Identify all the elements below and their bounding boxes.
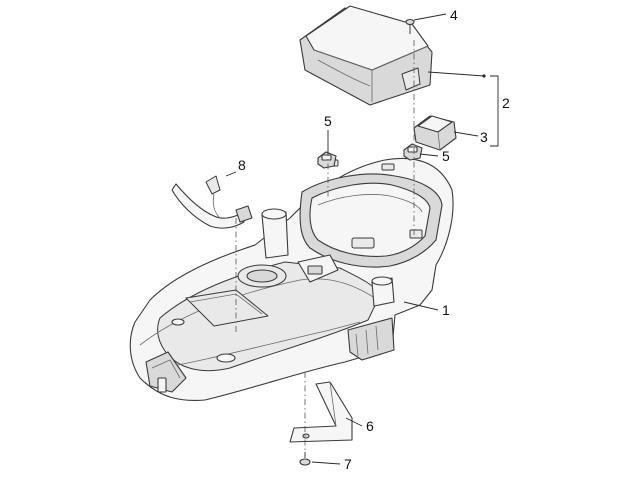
latch-block xyxy=(413,115,457,151)
battery-box-lid xyxy=(299,5,433,106)
callout-5a: 5 xyxy=(324,113,332,129)
callout-2: 2 xyxy=(502,95,510,111)
callout-8: 8 xyxy=(238,157,246,173)
mounting-bracket xyxy=(289,381,353,443)
callout-4: 4 xyxy=(450,7,458,23)
cable-harness xyxy=(171,175,253,229)
helmet-compartment-body xyxy=(129,157,454,401)
callout-1: 1 xyxy=(442,302,450,318)
callout-6: 6 xyxy=(366,418,374,434)
callout-3: 3 xyxy=(480,129,488,145)
screw-bottom xyxy=(299,452,311,466)
callout-5b: 5 xyxy=(442,148,450,164)
clip-nut-right xyxy=(403,143,423,161)
callout-7: 7 xyxy=(344,456,352,472)
assembly-centerlines xyxy=(235,40,415,450)
screw-top xyxy=(405,18,415,34)
callout-labels: 1 2 3 4 5 5 6 7 8 xyxy=(238,7,510,472)
clip-nut-left xyxy=(317,151,337,169)
leader-lines xyxy=(225,13,499,465)
